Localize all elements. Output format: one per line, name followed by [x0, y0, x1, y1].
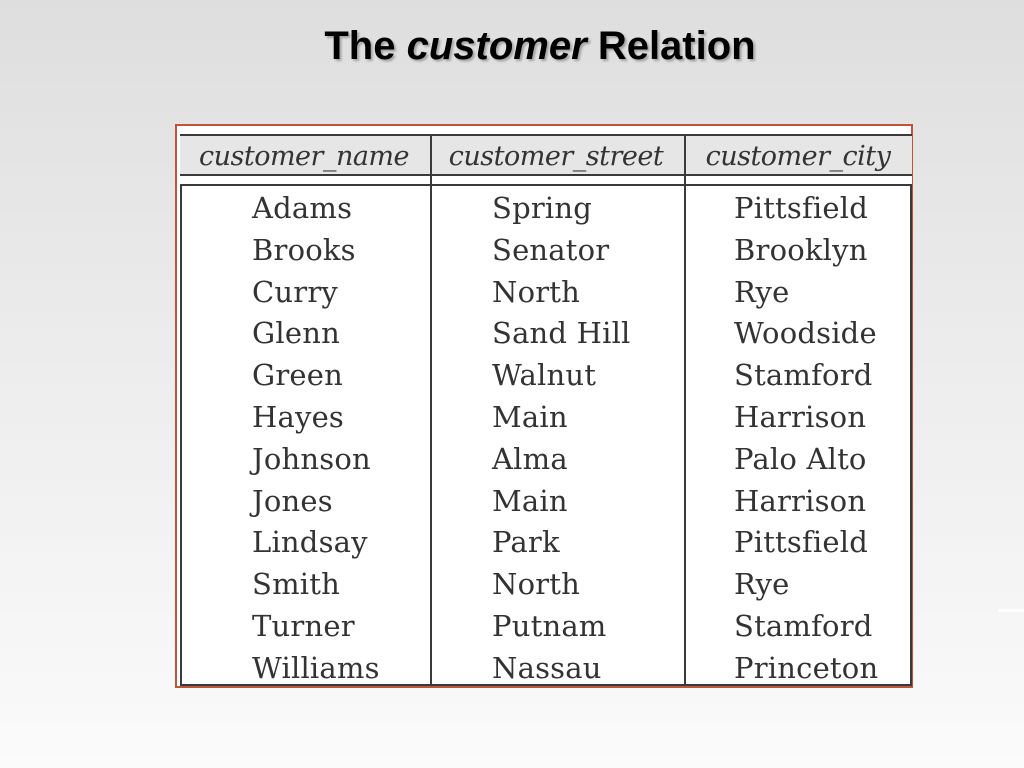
cell-customer-street: Main	[492, 483, 568, 518]
table-row: Hayes Main Harrison	[182, 397, 912, 439]
title-emphasis: customer	[406, 24, 587, 68]
table-header-row: customer_name customer_street customer_c…	[180, 134, 912, 176]
cell-customer-city: Woodside	[734, 316, 877, 351]
customer-relation-table: customer_name customer_street customer_c…	[175, 124, 913, 688]
cell-customer-city: Brooklyn	[734, 232, 868, 267]
cell-customer-city: Harrison	[734, 483, 867, 518]
table-row: Smith North Rye	[182, 564, 912, 606]
cell-customer-street: Park	[492, 525, 560, 560]
cell-customer-city: Pittsfield	[734, 525, 868, 560]
title-suffix: Relation	[597, 24, 756, 68]
column-header-customer-city: customer_city	[705, 141, 891, 172]
cell-customer-street: Spring	[492, 191, 593, 225]
cell-customer-name: Green	[252, 358, 344, 393]
cell-customer-name: Johnson	[252, 441, 371, 476]
table-row: Jones Main Harrison	[182, 481, 912, 523]
cell-customer-street: Senator	[492, 232, 610, 267]
cell-customer-street: North	[492, 567, 581, 602]
table-row: Williams Nassau Princeton	[182, 648, 912, 690]
title-prefix: The	[324, 24, 396, 68]
cell-customer-name: Glenn	[252, 316, 340, 351]
cell-customer-name: Brooks	[252, 232, 356, 267]
cell-customer-street: Sand Hill	[492, 316, 631, 351]
cell-customer-name: Smith	[252, 567, 340, 602]
column-header-customer-name: customer_name	[198, 141, 410, 172]
column-divider	[430, 134, 432, 684]
table-row: Lindsay Park Pittsfield	[182, 522, 912, 564]
cell-customer-name: Curry	[252, 274, 338, 309]
table-row: Green Walnut Stamford	[182, 355, 912, 397]
cell-customer-city: Palo Alto	[734, 441, 867, 476]
cell-customer-city: Stamford	[734, 358, 873, 393]
cell-customer-city: Princeton	[734, 650, 879, 685]
table-row: Brooks Senator Brooklyn	[182, 230, 912, 272]
cell-customer-street: Walnut	[492, 358, 597, 393]
slide-title: The customer Relation	[0, 24, 1024, 69]
cell-customer-name: Williams	[252, 650, 380, 685]
cell-customer-name: Lindsay	[252, 525, 368, 560]
slide-edge-mark	[998, 609, 1024, 612]
table-row: Glenn Sand Hill Woodside	[182, 313, 912, 355]
cell-customer-name: Adams	[252, 191, 353, 225]
table-row: Johnson Alma Palo Alto	[182, 439, 912, 481]
cell-customer-city: Rye	[734, 567, 790, 602]
cell-customer-street: Nassau	[492, 650, 602, 685]
cell-customer-city: Harrison	[734, 399, 867, 434]
table-row: Curry North Rye	[182, 272, 912, 314]
column-header-customer-street: customer_street	[448, 141, 664, 172]
cell-customer-name: Turner	[252, 608, 355, 643]
cell-customer-city: Pittsfield	[734, 191, 868, 225]
header-separator	[180, 176, 912, 186]
cell-customer-city: Stamford	[734, 608, 873, 643]
table-body-frame: customer_name customer_street customer_c…	[180, 134, 912, 686]
table-row: Turner Putnam Stamford	[182, 606, 912, 648]
cell-customer-street: Main	[492, 399, 568, 434]
cell-customer-city: Rye	[734, 274, 790, 309]
cell-customer-street: North	[492, 274, 581, 309]
cell-customer-street: Putnam	[492, 608, 607, 643]
column-divider	[684, 134, 686, 684]
cell-customer-name: Hayes	[252, 399, 345, 434]
cell-customer-name: Jones	[252, 483, 333, 518]
table-row: Adams Spring Pittsfield	[182, 188, 912, 230]
cell-customer-street: Alma	[492, 441, 568, 476]
